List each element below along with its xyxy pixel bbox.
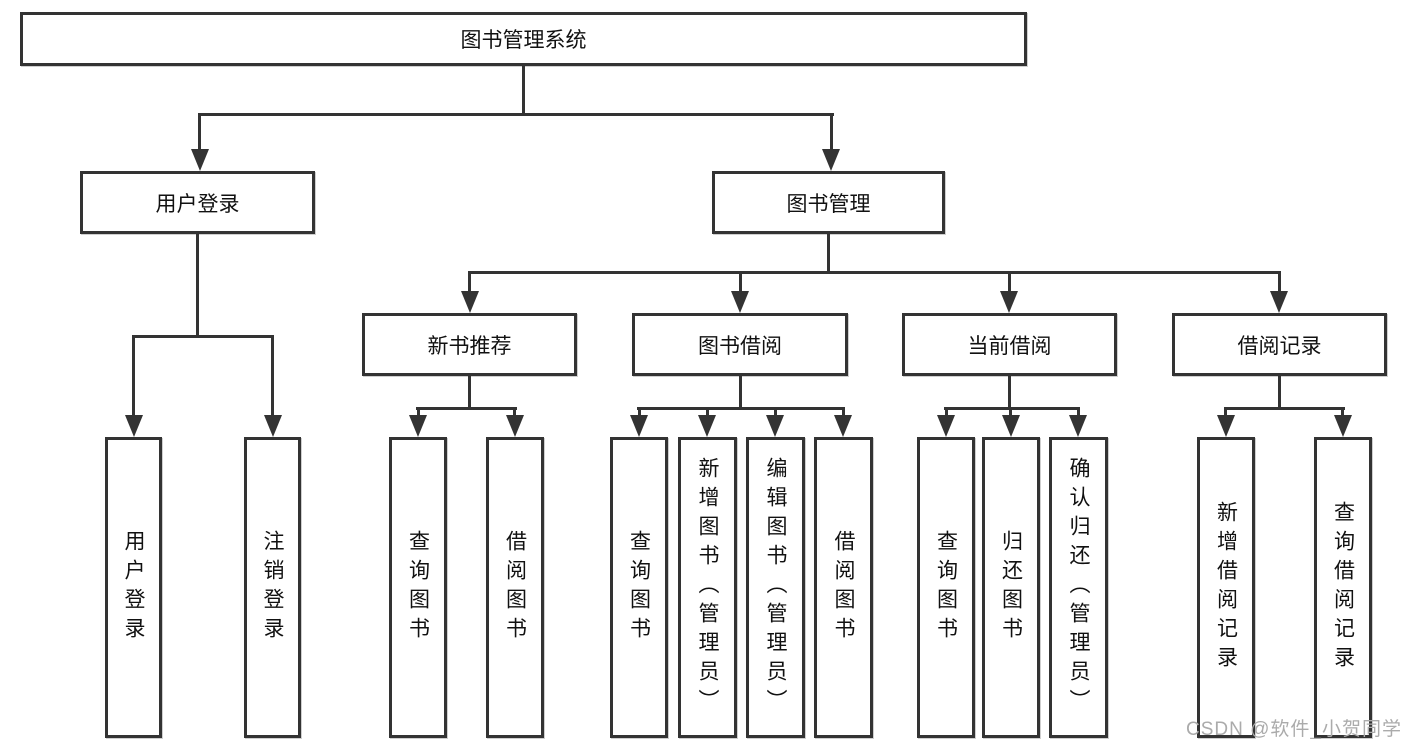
watermark: CSDN @软件_小贺同学	[1186, 719, 1402, 740]
connector-line	[198, 113, 834, 116]
connector-line	[1008, 271, 1011, 293]
connector-line	[774, 407, 777, 417]
arrow-down-icon	[1002, 415, 1020, 437]
connector-line	[1008, 376, 1011, 407]
connector-line	[1341, 407, 1344, 417]
node-borrowing-records: 借阅记录	[1172, 313, 1387, 376]
node-book-management-system: 图书管理系统	[20, 12, 1027, 66]
arrow-down-icon	[1000, 291, 1018, 313]
connector-line	[1278, 376, 1281, 407]
node-label: 用户登录	[122, 529, 145, 646]
node-label: 借阅图书	[832, 529, 855, 646]
arrow-down-icon	[937, 415, 955, 437]
node-user-login: 用户登录	[80, 171, 315, 234]
connector-line	[132, 335, 274, 338]
leaf-br-add-record: 新增借阅记录	[1197, 437, 1255, 738]
connector-line	[944, 407, 1080, 410]
connector-line	[1009, 407, 1012, 417]
node-label: 查询借阅记录	[1331, 500, 1355, 675]
connector-line	[1224, 407, 1345, 410]
connector-line	[468, 376, 471, 407]
arrow-down-icon	[731, 291, 749, 313]
arrow-down-icon	[822, 149, 840, 171]
arrow-down-icon	[630, 415, 648, 437]
node-book-borrowing: 图书借阅	[632, 313, 848, 376]
connector-line	[706, 407, 709, 417]
arrow-down-icon	[834, 415, 852, 437]
leaf-nbr-borrow-books: 借阅图书	[486, 437, 544, 738]
connector-line	[417, 407, 420, 417]
arrow-down-icon	[766, 415, 784, 437]
arrow-down-icon	[409, 415, 427, 437]
node-book-management: 图书管理	[712, 171, 945, 234]
node-label: 借阅记录	[1237, 334, 1322, 358]
node-label: 图书管理	[786, 192, 871, 216]
connector-line	[739, 376, 742, 407]
node-label: 当前借阅	[967, 334, 1052, 358]
node-label: 编辑图书（管理员）	[764, 457, 787, 718]
node-label: 查询图书	[627, 529, 651, 646]
node-label: 图书借阅	[698, 334, 782, 358]
node-current-borrowing: 当前借阅	[902, 313, 1117, 376]
connector-line	[638, 407, 641, 417]
node-label: 确认归还（管理员）	[1067, 457, 1090, 718]
connector-line	[637, 407, 845, 410]
node-new-book-recommendation: 新书推荐	[362, 313, 577, 376]
connector-line	[739, 271, 742, 293]
arrow-down-icon	[1334, 415, 1352, 437]
connector-line	[1077, 407, 1080, 417]
leaf-br-query-record: 查询借阅记录	[1314, 437, 1372, 738]
leaf-logout: 注销登录	[244, 437, 301, 738]
node-label: 用户登录	[155, 192, 240, 216]
connector-line	[468, 271, 471, 293]
arrow-down-icon	[125, 415, 143, 437]
leaf-bb-edit-books-admin: 编辑图书（管理员）	[746, 437, 805, 738]
leaf-bb-add-books-admin: 新增图书（管理员）	[678, 437, 737, 738]
arrow-down-icon	[506, 415, 524, 437]
connector-line	[196, 234, 199, 335]
node-label: 借阅图书	[503, 529, 527, 646]
connector-line	[1224, 407, 1227, 417]
leaf-user-login: 用户登录	[105, 437, 162, 738]
connector-line	[522, 66, 525, 113]
connector-line	[830, 113, 833, 152]
connector-line	[271, 335, 274, 417]
arrow-down-icon	[698, 415, 716, 437]
arrow-down-icon	[1069, 415, 1087, 437]
node-label: 图书管理系统	[460, 29, 587, 52]
node-label: 新增借阅记录	[1214, 500, 1238, 675]
node-label: 新增图书（管理员）	[696, 457, 719, 718]
connector-line	[842, 407, 845, 417]
connector-line	[513, 407, 516, 417]
leaf-cb-return-books: 归还图书	[982, 437, 1040, 738]
arrow-down-icon	[264, 415, 282, 437]
connector-line	[468, 271, 1280, 274]
arrow-down-icon	[461, 291, 479, 313]
node-label: 查询图书	[934, 529, 958, 646]
node-label: 查询图书	[406, 529, 430, 646]
node-label: 归还图书	[999, 529, 1023, 646]
node-label: 新书推荐	[427, 334, 512, 358]
connector-line	[945, 407, 948, 417]
connector-line	[1278, 271, 1281, 293]
connector-line	[416, 407, 517, 410]
connector-line	[132, 335, 135, 417]
leaf-cb-confirm-return-admin: 确认归还（管理员）	[1049, 437, 1108, 738]
arrow-down-icon	[1270, 291, 1288, 313]
connector-line	[827, 234, 830, 271]
arrow-down-icon	[191, 149, 209, 171]
arrow-down-icon	[1217, 415, 1235, 437]
leaf-cb-query-books: 查询图书	[917, 437, 975, 738]
leaf-bb-query-books: 查询图书	[610, 437, 668, 738]
leaf-nbr-query-books: 查询图书	[389, 437, 447, 738]
connector-line	[198, 113, 201, 152]
leaf-bb-borrow-books: 借阅图书	[814, 437, 873, 738]
node-label: 注销登录	[261, 529, 284, 646]
